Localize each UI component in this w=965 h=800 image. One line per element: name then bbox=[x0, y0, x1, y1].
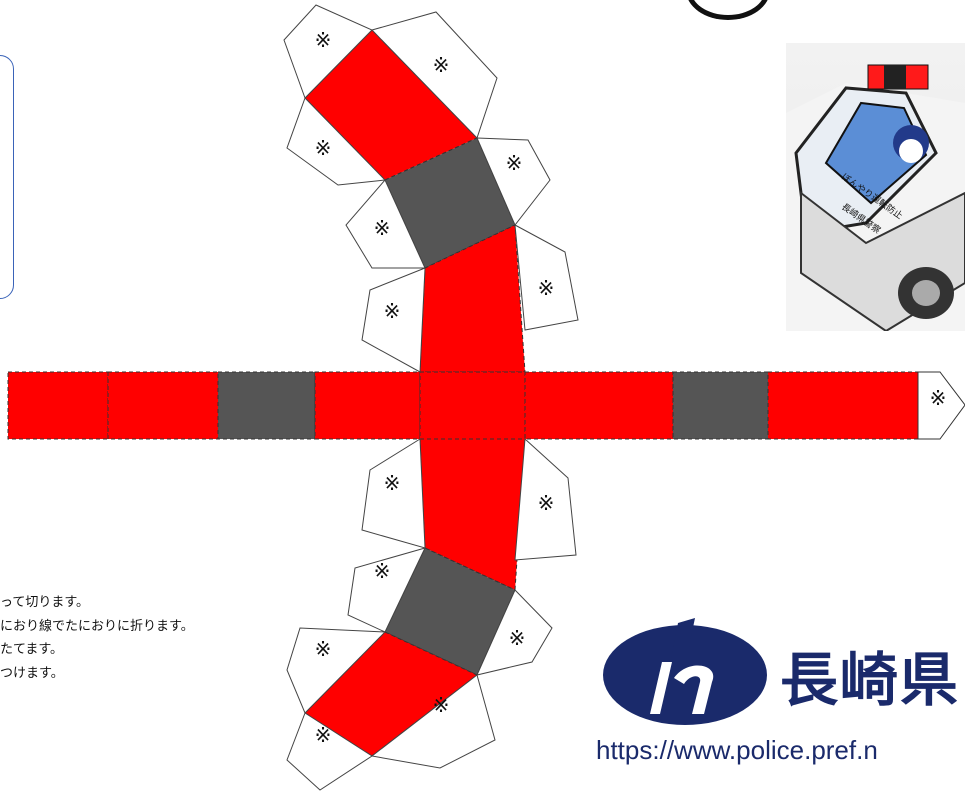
glue-mark: ※ bbox=[506, 151, 523, 175]
website-url[interactable]: https://www.police.pref.n bbox=[596, 735, 878, 765]
glue-tab-12 bbox=[286, 627, 387, 714]
police-logo-icon bbox=[603, 618, 767, 725]
glue-mark: ※ bbox=[384, 471, 401, 495]
net-band-gray-2 bbox=[672, 371, 769, 440]
instruction-line: たてます。 bbox=[0, 641, 64, 656]
net-band-end-tab bbox=[917, 371, 965, 440]
glue-tab-9 bbox=[514, 437, 577, 561]
glue-tab-1 bbox=[283, 4, 373, 99]
glue-tab-6 bbox=[514, 224, 579, 331]
glue-mark: ※ bbox=[315, 136, 332, 160]
instruction-line: って切ります。 bbox=[0, 594, 90, 609]
glue-tab-14 bbox=[286, 712, 373, 791]
logo-name: 長崎県 bbox=[780, 648, 961, 713]
glue-tab-8 bbox=[361, 438, 426, 549]
instructions: って切ります。 におり線でたにおりに折ります。 たてます。 つけます。 bbox=[0, 590, 194, 684]
net-band-red-4 bbox=[524, 371, 674, 440]
glue-mark: ※ bbox=[538, 276, 555, 300]
glue-mark: ※ bbox=[433, 53, 450, 77]
net-band-red-5 bbox=[767, 371, 919, 440]
instruction-line: つけます。 bbox=[0, 664, 64, 680]
glue-mark: ※ bbox=[315, 723, 332, 747]
glue-mark: ※ bbox=[315, 28, 332, 52]
glue-tab-5 bbox=[345, 179, 426, 269]
glue-mark: ※ bbox=[384, 299, 401, 323]
glue-tab-11 bbox=[476, 589, 553, 676]
net-band-gray-1 bbox=[217, 371, 316, 440]
glue-mark: ※ bbox=[374, 216, 391, 240]
glue-tab-4 bbox=[476, 137, 551, 226]
glue-mark: ※ bbox=[433, 693, 450, 717]
glue-tab-7 bbox=[361, 267, 426, 373]
net-band-red-1 bbox=[7, 371, 109, 440]
glue-mark: ※ bbox=[930, 386, 947, 410]
net-band-red-2 bbox=[107, 371, 219, 440]
glue-mark: ※ bbox=[374, 559, 391, 583]
net-band-center bbox=[419, 371, 526, 440]
instruction-line: におり線でたにおりに折ります。 bbox=[0, 617, 194, 633]
glue-tab-13 bbox=[370, 674, 496, 769]
glue-tab-3 bbox=[286, 97, 387, 186]
glue-mark: ※ bbox=[315, 637, 332, 661]
glue-tab-2 bbox=[371, 11, 498, 139]
glue-mark: ※ bbox=[538, 491, 555, 515]
glue-mark: ※ bbox=[509, 626, 526, 650]
glue-tab-10 bbox=[347, 547, 426, 633]
net-band-red-3 bbox=[314, 371, 421, 440]
police-car-photo: ぼんやり運転防止 長崎県警察 bbox=[786, 43, 965, 331]
